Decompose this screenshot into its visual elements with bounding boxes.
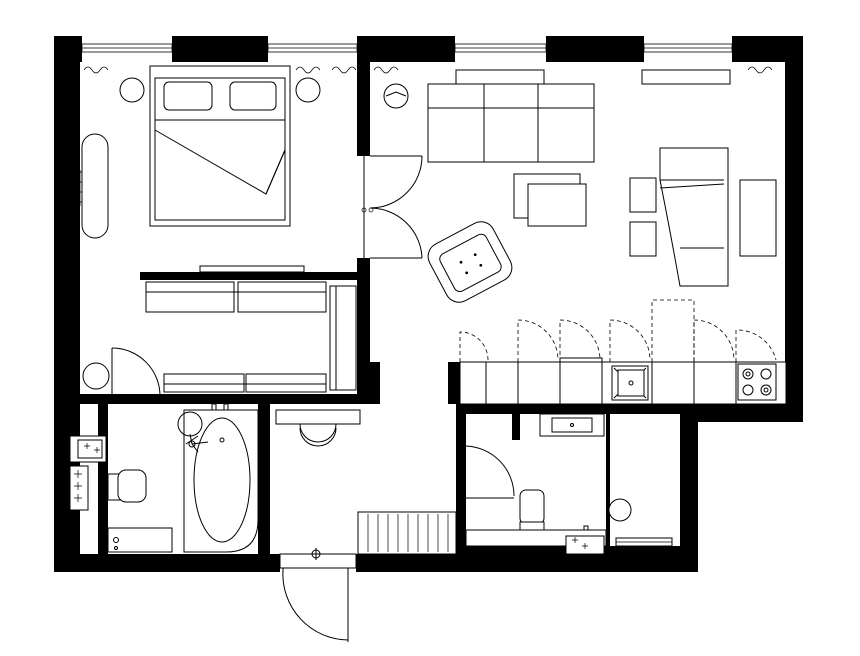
- plant-icon: [82, 362, 110, 390]
- window-icon: [81, 43, 733, 53]
- tv-icon: [455, 69, 545, 85]
- outer-walls: [54, 36, 803, 572]
- sofa-icon: [427, 83, 595, 163]
- faucet-icon: [583, 525, 589, 531]
- door-swing-icon: [111, 347, 161, 397]
- washing-machine-icon: [69, 435, 107, 463]
- bathroom: [69, 403, 259, 553]
- nightstand-lamp-icon: [295, 77, 321, 103]
- wardrobe-icon: [145, 265, 357, 393]
- armchair-icon: [427, 221, 513, 303]
- boiler-icon: [608, 498, 632, 522]
- toilet-icon: [107, 469, 147, 503]
- entrance-door-icon: [279, 548, 357, 642]
- shelf-icon: [69, 465, 89, 511]
- mirror-icon: [275, 409, 361, 447]
- nightstand-lamp-icon: [119, 77, 145, 103]
- hallway: [275, 409, 515, 642]
- bench-icon: [81, 133, 109, 239]
- bed-icon: [149, 65, 291, 227]
- living-kitchen: [383, 69, 787, 405]
- coffee-table-icon: [513, 173, 587, 227]
- sink-icon: [107, 527, 173, 553]
- toilet-icon: [519, 489, 545, 531]
- towel-heater-icon: [565, 535, 605, 555]
- coat-rack-icon: [357, 511, 457, 555]
- shower-room: [465, 413, 607, 555]
- utility-room: [608, 498, 673, 547]
- dining-table-icon: [629, 147, 777, 287]
- radiator-icon: [78, 170, 82, 206]
- shower-icon: [177, 411, 209, 453]
- faucet-icon: [211, 403, 229, 411]
- door-swing-icon: [463, 445, 515, 499]
- stove-icon: [737, 363, 777, 401]
- sink-icon: [539, 413, 605, 437]
- sink-icon: [611, 365, 649, 401]
- bathtub-icon: [183, 409, 259, 553]
- door-swing-icon: [459, 299, 777, 362]
- curtain-icon: [83, 66, 773, 74]
- door-swing-icon: [361, 155, 423, 259]
- bedroom: [78, 65, 357, 397]
- floor-lamp-icon: [383, 83, 409, 109]
- tv-icon: [641, 69, 731, 85]
